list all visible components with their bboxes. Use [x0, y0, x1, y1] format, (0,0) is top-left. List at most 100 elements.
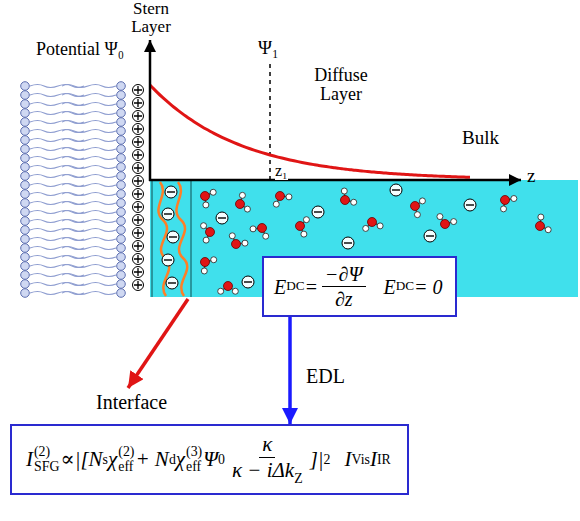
- anion: [218, 217, 226, 218]
- interface-arrow: [128, 299, 188, 388]
- lipid-head: [21, 190, 30, 199]
- hydrogen-atom: [218, 288, 224, 294]
- lipid-head: [21, 253, 30, 262]
- formula-text: χ: [108, 448, 117, 471]
- lipid-tail: [62, 175, 116, 178]
- anion: [312, 206, 324, 218]
- potential-axis: [149, 40, 152, 181]
- water-molecule: [201, 189, 217, 208]
- formula-text: =: [305, 276, 319, 298]
- lipid-tail: [62, 166, 116, 169]
- hydrogen-atom: [250, 226, 256, 232]
- oxygen-atom: [224, 282, 233, 291]
- lipid-tail: [62, 292, 116, 295]
- lipid-head: [21, 280, 30, 289]
- lipid-tail: [62, 112, 116, 115]
- positive-charge: [133, 228, 144, 239]
- hydrogen-atom: [419, 198, 425, 204]
- hydrogen-atom: [538, 214, 544, 220]
- lipid-tail: [62, 130, 116, 133]
- oxygen-atom: [232, 240, 241, 249]
- positive-charge: [134, 229, 142, 237]
- hydrogen-atom: [244, 206, 250, 212]
- index-stack: (3)eff: [186, 445, 202, 474]
- hydrogen-atom: [511, 196, 517, 202]
- water-molecule: [437, 214, 457, 229]
- formula-text: SFG: [34, 460, 59, 475]
- positive-charge: [134, 112, 142, 120]
- lipid-tail: [62, 184, 116, 187]
- water-molecule: [218, 282, 239, 295]
- positive-charge: [134, 177, 142, 185]
- lipid-tail: [62, 121, 116, 124]
- formula-text: I: [345, 448, 352, 471]
- region-name: Bulk: [462, 128, 499, 148]
- oxygen-atom: [201, 258, 210, 267]
- anion: [426, 235, 434, 236]
- lipid-head: [21, 82, 30, 91]
- anion: [166, 277, 178, 289]
- formula-text: κ − iΔk: [232, 458, 294, 482]
- hydrogen-atom: [242, 240, 248, 246]
- lipid-head: [117, 82, 126, 91]
- lipid-head: [21, 163, 30, 172]
- stern-boundary: [151, 180, 153, 297]
- lipid-tail: [62, 274, 116, 277]
- lipid-head: [117, 190, 126, 199]
- formula-text: eff: [186, 460, 202, 475]
- oxygen-atom: [536, 222, 545, 231]
- lipid-head: [21, 172, 30, 181]
- index-stack: (2)SFG: [34, 445, 59, 474]
- lipid-tail: [62, 265, 116, 268]
- formula-text: (2): [34, 445, 59, 460]
- lipid-tail: [62, 220, 116, 223]
- anion: [424, 230, 436, 242]
- positive-charge: [133, 137, 144, 148]
- water-molecule: [363, 218, 383, 232]
- anion: [162, 254, 174, 266]
- lipid-head: [117, 244, 126, 253]
- lipid-head: [117, 91, 126, 100]
- positive-charge: [134, 125, 142, 133]
- hydrogen-atom: [229, 233, 235, 239]
- positive-charge: [133, 85, 144, 96]
- lipid-head: [21, 100, 30, 109]
- anion: [162, 208, 174, 220]
- positive-charge: [134, 216, 142, 224]
- hydrogen-atom: [437, 214, 443, 220]
- formula-text: eff: [118, 460, 134, 475]
- lipid-head: [21, 271, 30, 280]
- water-molecule: [296, 217, 310, 237]
- formula-text: −∂Ψ: [325, 263, 362, 285]
- anion: [344, 242, 352, 243]
- fraction: κκ − iΔkZ: [229, 433, 306, 486]
- lipid-tail: [62, 238, 116, 241]
- hydrogen-atom: [203, 202, 209, 208]
- positive-charge: [134, 203, 142, 211]
- lipid-head: [117, 289, 126, 298]
- index-stack: (2)eff: [118, 445, 134, 474]
- anion: [242, 276, 254, 288]
- lipid-head: [117, 118, 126, 127]
- lipid-head: [21, 262, 30, 271]
- formula-index: d: [169, 452, 176, 467]
- lipid-head: [21, 217, 30, 226]
- layer-name: Stern Layer: [122, 0, 180, 36]
- oxygen-atom: [411, 202, 420, 211]
- fraction-numerator: κ: [259, 433, 275, 458]
- positive-charge: [134, 242, 142, 250]
- oxygen-atom: [258, 224, 267, 233]
- oxygen-atom: [201, 192, 210, 201]
- formula-text: (3): [186, 445, 202, 460]
- formula-text: κ: [262, 432, 272, 456]
- lipid-head: [21, 145, 30, 154]
- lipid-head: [21, 127, 30, 136]
- formula-index: s: [103, 452, 108, 467]
- fraction-denominator: ∂z: [332, 287, 356, 310]
- sfg-formula-box: I(2)SFG∝|[Nsχ(2)eff+ Ndχ(3)effΨ0κκ − iΔk…: [10, 424, 409, 495]
- hydrogen-atom: [239, 192, 245, 198]
- lipid-tail: [62, 202, 116, 205]
- lipid-tail: [62, 256, 116, 259]
- hydrogen-atom: [451, 219, 457, 225]
- formula-text: = 0: [414, 276, 443, 298]
